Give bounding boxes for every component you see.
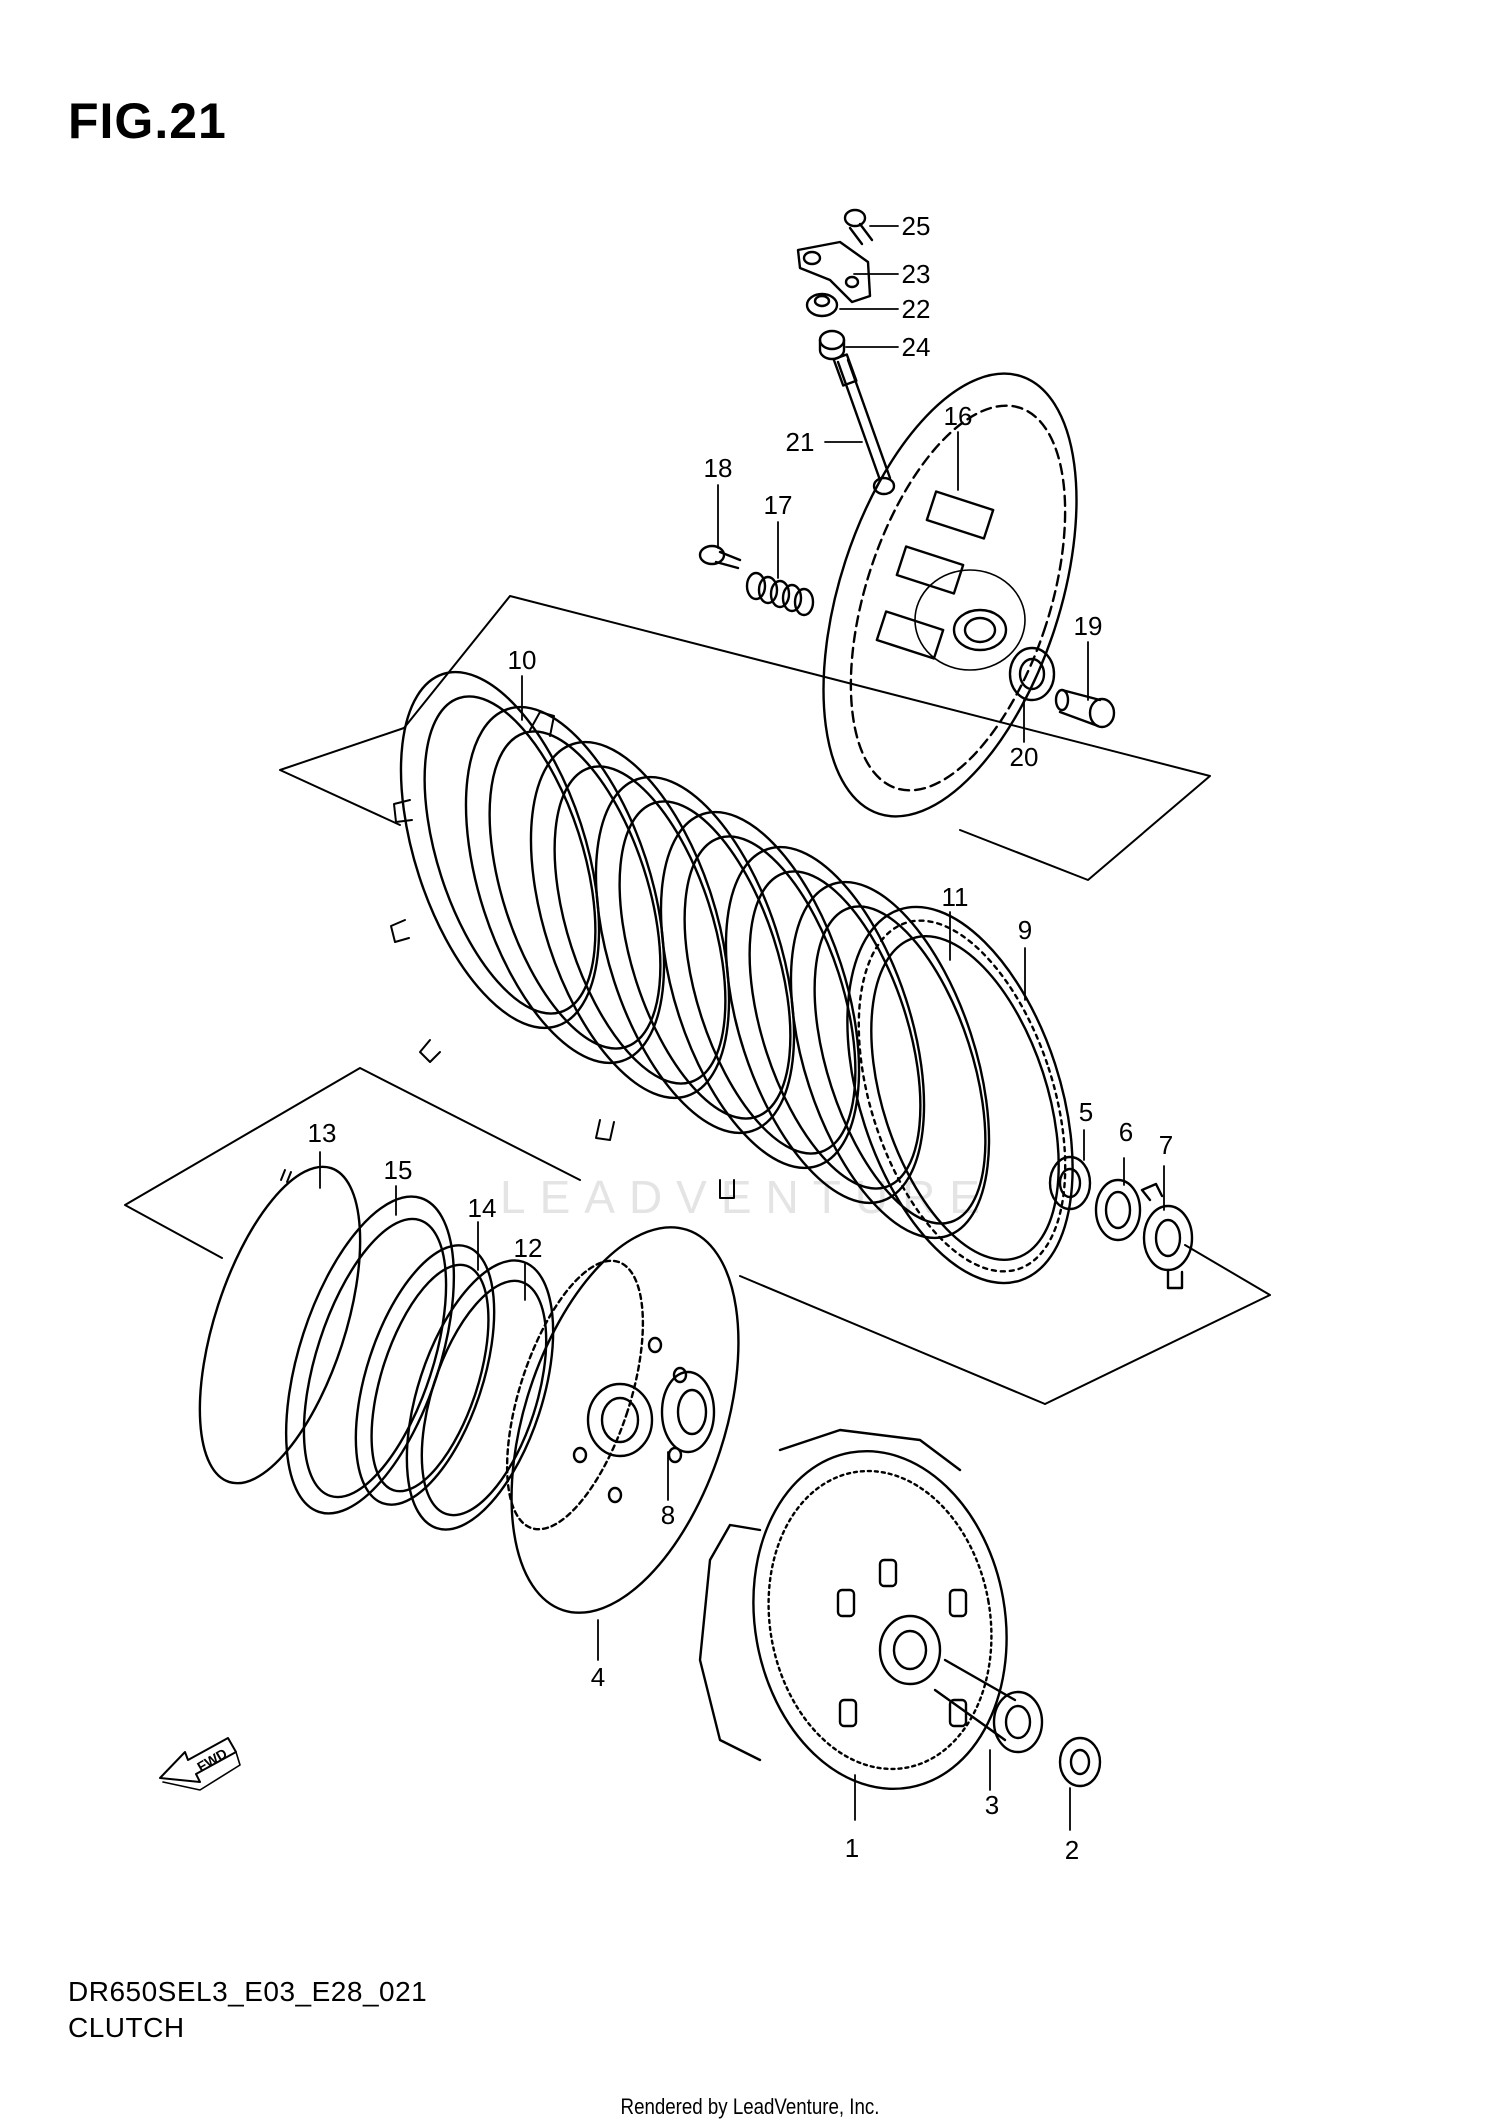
callout-4: 4 [590, 1662, 606, 1692]
spacer-3 [933, 1658, 1044, 1754]
model-code: DR650SEL3_E03_E28_021 [68, 1976, 428, 2007]
thrust-washer-2 [1058, 1736, 1102, 1788]
leader-lines [319, 225, 1165, 1831]
callout-9: 9 [1017, 915, 1033, 945]
callout-3: 3 [984, 1790, 1000, 1820]
callout-10: 10 [507, 645, 537, 675]
fwd-arrow-icon [159, 1737, 241, 1791]
washer-6 [1094, 1178, 1142, 1242]
bolt-24 [843, 208, 874, 246]
bearing-20 [1008, 646, 1056, 702]
nut-5 [1048, 1155, 1092, 1211]
washer-8 [660, 1370, 716, 1454]
callout-8: 8 [660, 1500, 676, 1530]
bushing-25 [818, 329, 846, 361]
lower-reference-box [124, 1067, 1271, 1405]
callout-21: 21 [785, 427, 815, 457]
figure-title: FIG.21 [68, 93, 227, 149]
callout-11: 11 [941, 882, 969, 912]
callout-16: 16 [943, 401, 973, 431]
friction-plate-9 [846, 905, 1074, 1285]
callout-2: 2 [1064, 1835, 1080, 1865]
sleeve-hub-4 [505, 1226, 740, 1614]
drive-plate-12 [405, 1259, 555, 1531]
pressure-plate-16 [822, 372, 1078, 818]
upper-reference-box [279, 595, 1211, 881]
render-credit: Rendered by LeadVenture, Inc. [620, 2094, 880, 2119]
callout-12: 12 [513, 1233, 543, 1263]
callout-14: 14 [467, 1193, 497, 1223]
callout-19: 19 [1073, 611, 1103, 641]
callout-22: 22 [901, 294, 931, 324]
wire-ring-13 [198, 1165, 362, 1485]
release-pin-19 [1054, 688, 1116, 729]
callout-7: 7 [1158, 1130, 1174, 1160]
clutch-housing-1 [698, 1428, 1008, 1791]
callout-6: 6 [1118, 1117, 1134, 1147]
spring-17 [745, 571, 815, 617]
callout-17: 17 [763, 490, 793, 520]
lock-washer-7 [1140, 1182, 1194, 1290]
callout-1: 1 [844, 1833, 860, 1863]
callout-25: 24 [901, 332, 931, 362]
callout-5: 5 [1078, 1097, 1094, 1127]
spring-washer-14 [354, 1244, 496, 1506]
section-name: CLUTCH [68, 2012, 185, 2043]
clutch-plate-stack-10-11 [390, 670, 991, 1240]
callout-18: 18 [703, 453, 733, 483]
callout-20: 20 [1009, 742, 1039, 772]
callout-13: 13 [307, 1118, 337, 1148]
callout-23: 23 [901, 259, 931, 289]
callout-24: 25 [901, 211, 931, 241]
nut-22 [805, 292, 839, 318]
bracket-23 [796, 240, 872, 304]
release-rod-21 [832, 353, 896, 496]
bolt-18 [698, 544, 742, 570]
callout-15: 15 [383, 1155, 413, 1185]
